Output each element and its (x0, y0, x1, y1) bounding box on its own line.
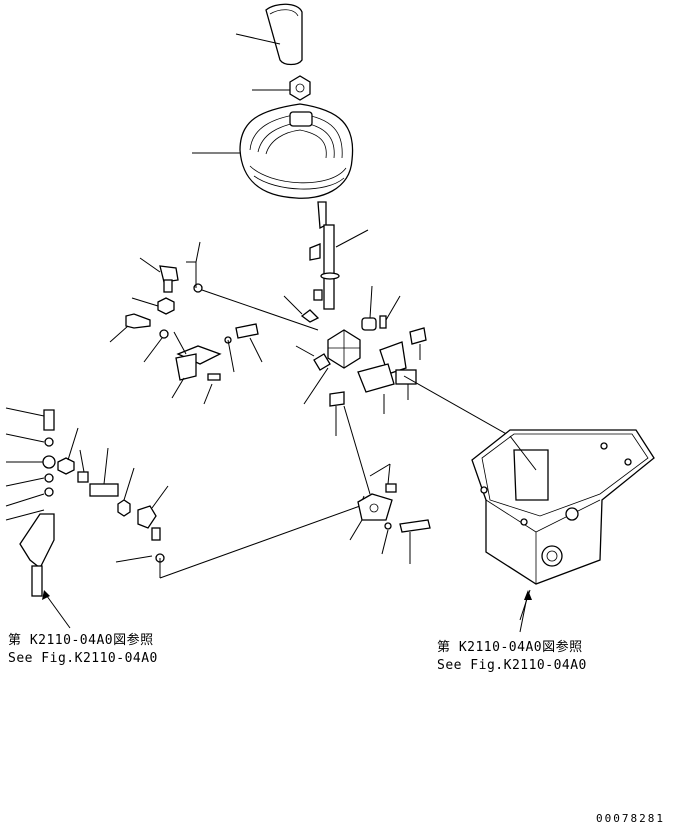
reference-arrow-left (42, 590, 71, 629)
lower-center-rod-end (343, 405, 431, 564)
bushing-set (361, 285, 401, 331)
lower-rod-assembly (5, 407, 365, 597)
lever-boot (192, 103, 354, 199)
reference-left-jp: 第 K2110-04A0図参照 (8, 633, 154, 648)
pivot-ball (283, 289, 361, 405)
reference-right-jp: 第 K2110-04A0図参照 (437, 640, 583, 655)
reference-right-en: See Fig.K2110-04A0 (437, 658, 587, 673)
control-box (471, 429, 655, 621)
nut (252, 75, 311, 101)
reference-left-en: See Fig.K2110-04A0 (8, 651, 158, 666)
upper-rod-end (139, 241, 319, 331)
lever-parts-left (109, 297, 263, 405)
lever-knob (235, 3, 303, 66)
reference-arrow-right (519, 590, 532, 633)
lever-rod (309, 201, 369, 310)
drawing-number: 00078281 (596, 812, 665, 825)
link-rod (403, 375, 511, 437)
